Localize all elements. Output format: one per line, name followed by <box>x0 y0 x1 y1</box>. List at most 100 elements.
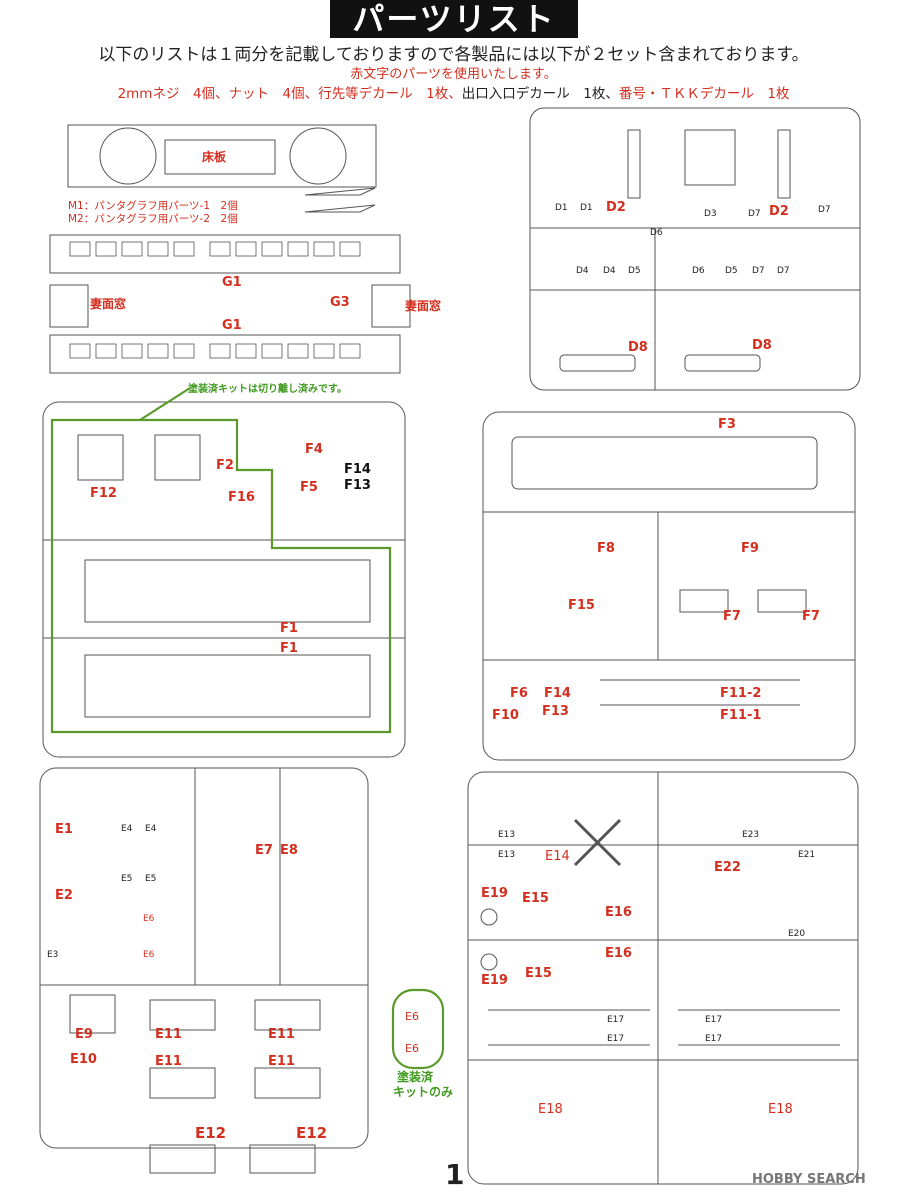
part-label: F11-1 <box>720 708 762 723</box>
part-label: E11 <box>268 1054 295 1069</box>
g1-bottom-label: G1 <box>222 318 242 333</box>
part-label: D5 <box>725 266 738 276</box>
part-label: E6 <box>143 950 155 960</box>
g1-top-label: G1 <box>222 275 242 290</box>
part-label: E19 <box>481 973 508 988</box>
part-label: D8 <box>752 338 772 353</box>
part-label: D4 <box>576 266 589 276</box>
body-side-1 <box>84 559 371 623</box>
part-label: E11 <box>155 1027 182 1042</box>
part-label: D3 <box>704 209 717 219</box>
part-label: E17 <box>705 1015 723 1025</box>
part-label: F13 <box>344 478 371 493</box>
part-label: E4 <box>145 824 157 834</box>
part-label: F14 <box>344 462 371 477</box>
part-label: E8 <box>280 843 298 858</box>
part-label: E6 <box>405 1042 419 1055</box>
part-label: E10 <box>70 1052 97 1067</box>
painted-kit-outline <box>50 418 392 734</box>
part-label: D7 <box>752 266 765 276</box>
part-label: E20 <box>788 929 806 939</box>
part-label: F3 <box>718 417 736 432</box>
part-label: E18 <box>768 1102 793 1117</box>
parts-red-1: 2mmネジ 4個、ナット 4個、行先等デカール 1枚、 <box>117 86 462 102</box>
part-label: D4 <box>603 266 616 276</box>
part-label: F16 <box>228 490 255 505</box>
part-label: D5 <box>628 266 641 276</box>
part-label: E5 <box>121 874 133 884</box>
part-label: D7 <box>748 209 761 219</box>
part-label: E2 <box>55 888 73 903</box>
part-label: F8 <box>597 541 615 556</box>
part-label: E11 <box>155 1054 182 1069</box>
part-label: E3 <box>47 950 59 960</box>
part-label: E16 <box>605 946 632 961</box>
end-window-right-label: 妻面窓 <box>405 299 442 313</box>
part-label: E17 <box>705 1034 723 1044</box>
part-label: E12 <box>296 1124 328 1142</box>
part-label: E23 <box>742 830 760 840</box>
sprue-f-left-frame <box>42 401 406 758</box>
intro-text: 以下のリストは１両分を記載しておりますので各製品には以下が２セット含まれておりま… <box>98 45 809 65</box>
part-label: E15 <box>522 891 549 906</box>
part-label: F2 <box>216 458 234 473</box>
part-label: E11 <box>268 1027 295 1042</box>
floor-label: 床板 <box>202 150 227 164</box>
part-label: D1 <box>555 203 568 213</box>
part-label: F5 <box>300 480 318 495</box>
page-number: 1 <box>445 1158 465 1191</box>
part-label: E5 <box>145 874 157 884</box>
sprue-e-right-frame <box>467 771 859 1185</box>
painted-kit-note: 塗装済キットは切り離し済みです。 <box>188 384 347 395</box>
part-label: E4 <box>121 824 133 834</box>
sprue-e-left-frame <box>39 767 369 1149</box>
part-label: E7 <box>255 843 273 858</box>
part-label: E17 <box>607 1034 625 1044</box>
part-label: F15 <box>568 598 595 613</box>
part-label: F4 <box>305 442 323 457</box>
parts-black: 出口入口デカール 1枚、 <box>461 86 619 102</box>
painted-only-note-2: キットのみ <box>393 1085 454 1099</box>
side-g1-bottom <box>49 334 401 374</box>
part-label: D7 <box>818 205 831 215</box>
part-label: D1 <box>580 203 593 213</box>
painted-only-outline <box>391 988 445 1070</box>
sprue-d-frame <box>529 107 861 391</box>
part-label: E14 <box>545 849 570 864</box>
part-label: F12 <box>90 486 117 501</box>
part-label: F10 <box>492 708 519 723</box>
part-label: E9 <box>75 1027 93 1042</box>
part-label: E15 <box>525 966 552 981</box>
parts-red-2: 番号・ＴＫＫデカール 1枚 <box>618 86 790 102</box>
part-label: E13 <box>498 850 516 860</box>
part-label: F11-2 <box>720 686 762 701</box>
part-label: E18 <box>538 1102 563 1117</box>
g3-label: G3 <box>330 295 350 310</box>
part-label: D8 <box>628 340 648 355</box>
part-label: D2 <box>769 204 789 219</box>
part-label: F6 <box>510 686 528 701</box>
part-label: F14 <box>544 686 571 701</box>
part-label: D6 <box>692 266 705 276</box>
page-title: パーツリスト <box>330 0 578 38</box>
part-label: E21 <box>798 850 816 860</box>
part-label: E19 <box>481 886 508 901</box>
painted-only-note-1: 塗装済 <box>397 1070 434 1084</box>
part-label: E6 <box>143 914 155 924</box>
part-label: E17 <box>607 1015 625 1025</box>
m1-note: M1：パンタグラフ用パーツ-1 2個 <box>68 200 238 212</box>
part-label: F1 <box>280 621 298 636</box>
part-label: E12 <box>195 1124 227 1142</box>
part-label: F13 <box>542 704 569 719</box>
body-side-2 <box>84 654 371 718</box>
sprue-f-right-frame <box>482 411 856 761</box>
side-g1-top <box>49 234 401 274</box>
watermark-logo: HOBBY SEARCH <box>752 1172 866 1187</box>
part-label: E16 <box>605 905 632 920</box>
part-label: D2 <box>606 200 626 215</box>
part-label: D6 <box>650 228 663 238</box>
part-label: E22 <box>714 860 741 875</box>
part-label: E6 <box>405 1010 419 1023</box>
red-parts-note: 赤文字のパーツを使用いたします。 <box>350 67 557 82</box>
